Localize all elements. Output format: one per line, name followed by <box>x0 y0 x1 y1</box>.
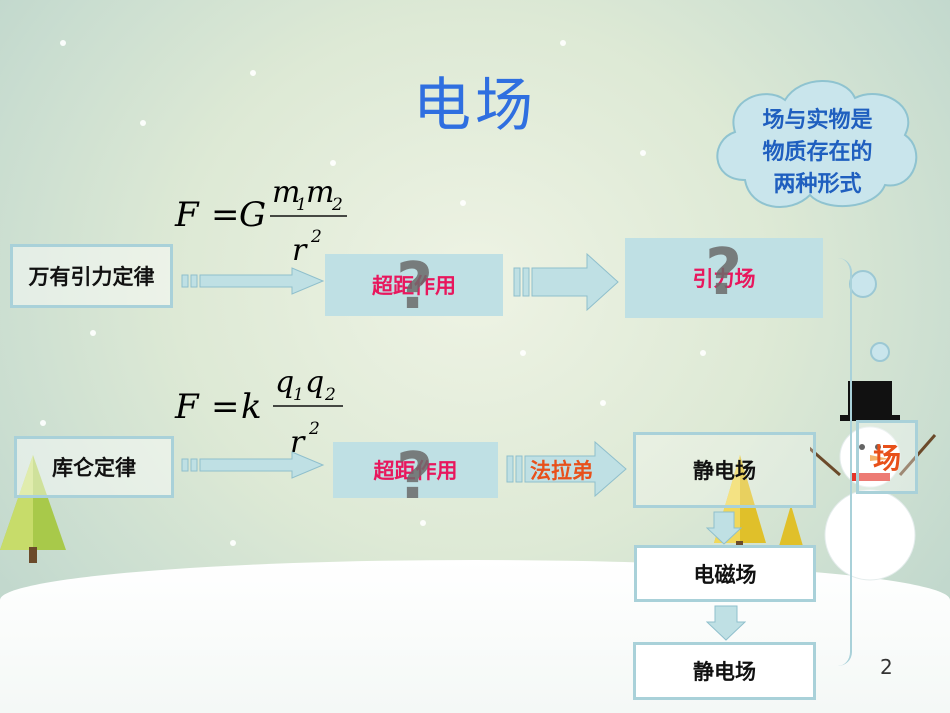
cloud-text-line-1: 场与实物是 <box>762 108 873 133</box>
slide-title: 电场 <box>412 71 537 139</box>
formula-coef: k <box>241 387 262 427</box>
arrow-down-icon <box>706 511 742 545</box>
formula-lhs: F <box>174 387 200 427</box>
arrow-right-icon <box>513 252 619 312</box>
thought-cloud-icon <box>716 80 918 208</box>
grouping-bracket <box>820 258 852 666</box>
tree-left-icon <box>0 455 66 563</box>
formula-den: r <box>290 425 306 460</box>
coulomb-formula: F = k q 1 q 2 r 2 <box>174 362 355 462</box>
gravity-law-box[interactable]: 万有引力定律 <box>10 244 173 308</box>
arrow-down-icon <box>706 605 746 641</box>
formula-num-a: m <box>272 175 300 210</box>
faraday-label: 法拉弟 <box>530 459 593 483</box>
thought-bubble-small <box>870 342 890 362</box>
action-at-distance-box-2[interactable]: 超距作用 <box>333 442 498 498</box>
arrow-right-icon <box>181 267 325 295</box>
electrostatic-field-label-2: 静电场 <box>693 660 756 684</box>
field-summary-box[interactable]: 场 <box>856 420 918 494</box>
formula-coef: G <box>239 195 266 235</box>
action-at-distance-label-2: 超距作用 <box>373 459 458 483</box>
formula-eq: = <box>211 387 240 427</box>
arrow-right-icon <box>181 451 325 479</box>
gravity-field-label: 引力场 <box>692 267 756 291</box>
formula-eq: = <box>211 195 240 235</box>
formula-num-b: m <box>306 175 334 210</box>
formula-num-b: q <box>305 365 324 400</box>
coulomb-law-label: 库仑定律 <box>52 456 136 480</box>
arrow-right-icon <box>506 440 627 498</box>
coulomb-law-box[interactable]: 库仑定律 <box>14 436 174 498</box>
field-summary-label: 场 <box>872 442 901 475</box>
action-at-distance-label-1: 超距作用 <box>372 274 456 298</box>
page-number: 2 <box>880 655 893 679</box>
formula-sub-a: 1 <box>293 385 304 405</box>
electromagnetic-field-label: 电磁场 <box>693 562 757 587</box>
electrostatic-field-label-1: 静电场 <box>693 459 756 483</box>
formula-num-a: q <box>275 365 294 400</box>
cloud-text: 场与实物是 物质存在的 两种形式 <box>730 105 905 201</box>
formula-sub-b: 2 <box>331 195 343 215</box>
electrostatic-field-box-2[interactable]: 静电场 <box>633 642 816 700</box>
formula-den-exp: 2 <box>310 227 322 247</box>
cloud-text-line-3: 两种形式 <box>773 172 862 197</box>
formula-lhs: F <box>174 195 200 235</box>
formula-den-exp: 2 <box>308 419 320 439</box>
thought-bubble-large <box>849 270 877 298</box>
gravity-formula: F = G m 1 m 2 r 2 <box>174 168 355 268</box>
formula-sub-b: 2 <box>324 385 336 405</box>
electrostatic-field-box-1[interactable]: 静电场 <box>633 432 816 508</box>
formula-den: r <box>292 233 308 268</box>
formula-sub-a: 1 <box>296 195 307 215</box>
electromagnetic-field-box[interactable]: 电磁场 <box>634 545 816 602</box>
gravity-law-label: 万有引力定律 <box>28 265 155 289</box>
action-at-distance-box-1[interactable]: 超距作用 <box>325 254 503 316</box>
snowman-icon <box>810 381 937 581</box>
gravity-field-box[interactable]: 引力场 <box>625 238 823 318</box>
cloud-text-line-2: 物质存在的 <box>762 140 873 165</box>
